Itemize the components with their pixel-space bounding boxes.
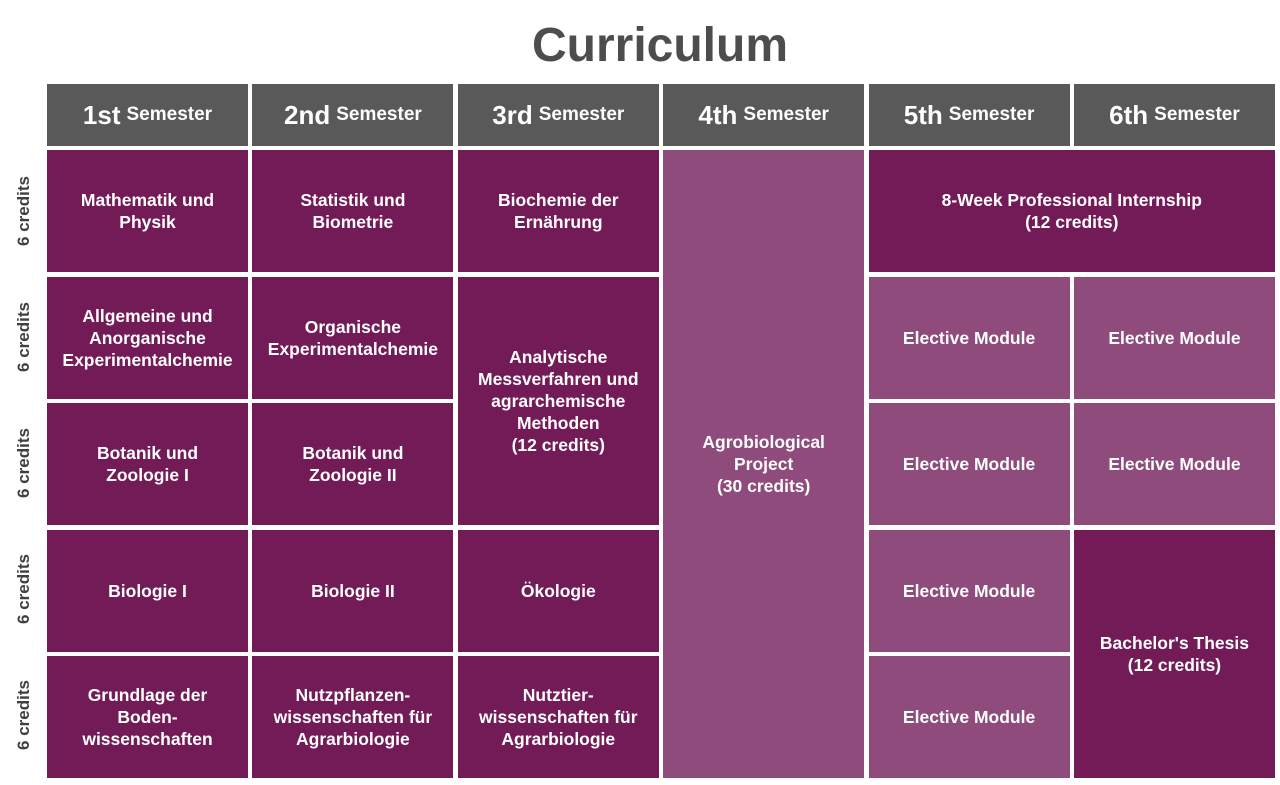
credit-row-labels: 6 credits 6 credits 6 credits 6 credits …: [6, 150, 42, 780]
semester-number: 3rd: [492, 100, 533, 130]
module-biologie-1: Biologie I: [47, 529, 248, 652]
module-oekologie: Ökologie: [457, 529, 659, 652]
module-elective: Elective Module: [1073, 276, 1275, 399]
module-elective: Elective Module: [1073, 403, 1275, 526]
semester-word: Semester: [336, 104, 422, 125]
row-label: 6 credits: [6, 150, 42, 272]
module-biologie-2: Biologie II: [252, 529, 454, 652]
row-label-text: 6 credits: [14, 302, 33, 372]
row-label: 6 credits: [6, 276, 42, 398]
page-title: Curriculum: [531, 19, 789, 72]
semester-word: Semester: [1154, 104, 1240, 125]
row-label-text: 6 credits: [14, 680, 33, 750]
row-label: 6 credits: [6, 654, 42, 776]
semester-word: Semester: [538, 104, 625, 125]
semester-word: Semester: [743, 104, 829, 125]
semester-word: Semester: [126, 104, 213, 125]
row-label-text: 6 credits: [14, 554, 33, 624]
row-label-text: 6 credits: [14, 176, 33, 246]
row-label-text: 6 credits: [14, 428, 33, 498]
module-elective: Elective Module: [868, 529, 1070, 652]
semester-number: 2nd: [283, 100, 331, 130]
semester-number: 1st: [82, 100, 121, 130]
semester-number: 4th: [698, 100, 738, 130]
semester-word: Semester: [948, 104, 1035, 125]
module-bachelors-thesis: Bachelor's Thesis(12 credits): [1073, 529, 1275, 778]
module-elective: Elective Module: [868, 276, 1070, 399]
semester-number: 5th: [903, 100, 943, 130]
module-elective: Elective Module: [868, 403, 1070, 526]
semester-number: 6th: [1109, 100, 1149, 130]
row-label: 6 credits: [6, 402, 42, 524]
module-internship: 8-Week Professional Internship(12 credit…: [868, 150, 1275, 273]
row-label: 6 credits: [6, 528, 42, 650]
module-elective: Elective Module: [868, 655, 1070, 778]
